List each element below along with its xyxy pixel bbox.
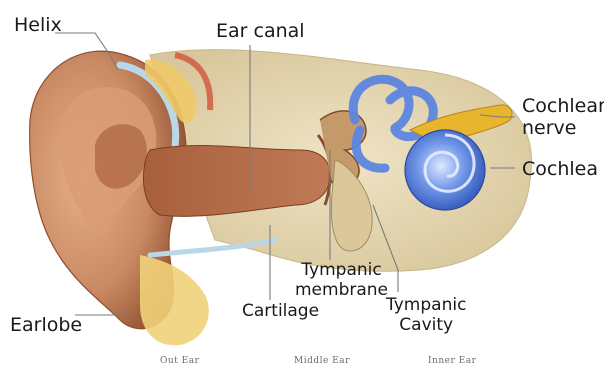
cochlea-shape	[405, 130, 485, 210]
footer-inner-ear: Inner Ear	[428, 356, 476, 366]
label-ear-canal: Ear canal	[216, 22, 305, 41]
label-cochlear-nerve-line1: Cochlear	[522, 96, 604, 118]
label-cochlear-nerve: Cochlear nerve	[522, 96, 604, 140]
label-tympanic-membrane-line2: membrane	[295, 281, 388, 301]
label-cartilage: Cartilage	[242, 303, 319, 320]
footer-middle-ear: Middle Ear	[294, 356, 350, 366]
label-tympanic-membrane-line1: Tympanic	[295, 261, 388, 281]
label-tympanic-cavity: Tympanic Cavity	[386, 296, 466, 335]
label-helix: Helix	[14, 16, 62, 35]
label-earlobe: Earlobe	[10, 316, 82, 335]
label-cochlea: Cochlea	[522, 160, 598, 179]
label-tympanic-cavity-line1: Tympanic	[386, 296, 466, 316]
label-cochlear-nerve-line2: nerve	[522, 118, 604, 140]
label-tympanic-membrane: Tympanic membrane	[295, 261, 388, 300]
lobule-tissue	[140, 255, 209, 345]
label-tympanic-cavity-line2: Cavity	[386, 316, 466, 336]
footer-outer-ear: Out Ear	[160, 356, 199, 366]
